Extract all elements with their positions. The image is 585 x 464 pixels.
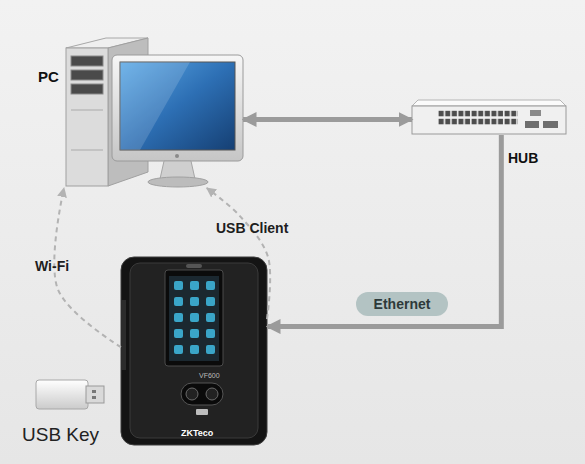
network-hub: HUB — [412, 104, 566, 135]
device-screen — [169, 276, 219, 361]
screen-bezel — [165, 270, 223, 366]
hub-led — [530, 110, 541, 116]
pc-computer: PC — [62, 35, 243, 188]
monitor-screen — [120, 62, 235, 150]
panel-line — [71, 110, 103, 111]
usb-key: USB Key — [34, 378, 106, 411]
usb-client-link — [207, 188, 270, 319]
usb-connector — [86, 386, 104, 403]
node-label: PC — [38, 68, 68, 85]
usb-hole — [92, 390, 96, 393]
drive-bay — [71, 84, 103, 94]
tower-front — [66, 48, 108, 186]
connection-label: Wi-Fi — [35, 258, 95, 276]
drive-bay — [71, 56, 103, 66]
usb-body — [36, 380, 88, 409]
device-sensor — [186, 264, 202, 268]
node-label: USB Key — [22, 424, 132, 446]
monitor-bezel — [112, 55, 243, 161]
hub-ports — [438, 110, 518, 126]
hub-top — [412, 100, 566, 106]
camera-lens — [206, 388, 218, 400]
monitor-base — [148, 177, 208, 187]
drive-bay — [71, 70, 103, 80]
hub-body — [412, 106, 566, 134]
device-panel — [130, 263, 258, 438]
ethernet-link — [267, 135, 501, 327]
card-icon — [196, 409, 208, 415]
device-body — [121, 257, 267, 445]
device-grip — [121, 300, 126, 370]
lan-link — [243, 117, 412, 122]
connection-pill: Ethernet — [356, 292, 448, 316]
camera-pill — [181, 383, 223, 405]
node-label: VF600 — [199, 372, 229, 380]
screen-icons — [171, 279, 217, 359]
usb-hole — [92, 396, 96, 399]
panel-line — [71, 150, 103, 151]
terminal-device: VF600ZKTeco — [121, 257, 267, 445]
connection-label: USB Client — [216, 220, 306, 238]
uplink-port — [543, 121, 558, 128]
power-dot — [175, 154, 179, 158]
camera-lens — [186, 388, 198, 400]
screen-glare — [120, 62, 190, 150]
node-label: HUB — [508, 150, 558, 166]
monitor-neck — [160, 161, 195, 179]
uplink-port — [525, 121, 539, 128]
node-label: ZKTeco — [181, 428, 231, 438]
